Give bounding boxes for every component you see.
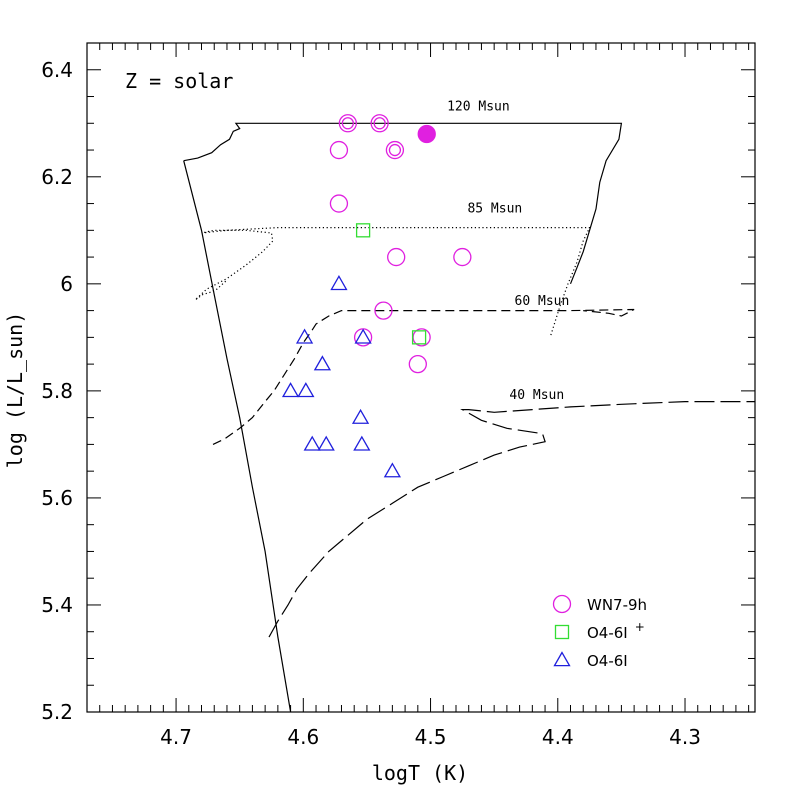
series-3-point-6	[297, 382, 315, 398]
series-1-filled-point-1	[417, 124, 436, 144]
series-3-point-3	[354, 328, 372, 344]
series-1-point-2	[370, 114, 389, 133]
legend-marker-3	[553, 651, 571, 667]
y-tick-label: 6.4	[41, 58, 73, 82]
x-tick-label: 4.6	[287, 725, 319, 749]
series-2-point-2	[411, 330, 427, 345]
series-1-inner-ring-1	[341, 117, 354, 130]
legend-marker-1	[552, 594, 572, 614]
axes	[86, 42, 756, 713]
x-tick-label: 4.4	[542, 725, 574, 749]
data-points	[281, 114, 472, 478]
series-3-point-7	[351, 408, 370, 424]
legend-label-1: WN7-9h	[587, 596, 647, 614]
series-2-point-1	[355, 223, 371, 238]
y-tick-label: 5.6	[41, 486, 73, 510]
y-tick-label: 5.2	[41, 700, 73, 724]
track-label-2: 85 Msun	[467, 202, 522, 217]
x-tick-label: 4.7	[160, 725, 192, 749]
tick-labels: 4.7 4.6 4.5 4.4 4.3 5.2 5.4 5.6 5.8 6 6.2 6.4	[41, 58, 701, 749]
track-labels: 120 Msun 85 Msun 60 Msun 40 Msun	[447, 99, 569, 402]
series-3-point-4	[313, 355, 332, 371]
track-line-1	[183, 122, 623, 285]
series-3-point-1	[330, 275, 348, 291]
track-label-4: 40 Msun	[509, 388, 564, 403]
series-1-point-8	[374, 301, 393, 320]
series-1-point-11	[408, 354, 427, 374]
legend-marker-2	[554, 624, 570, 640]
y-tick-label: 5.8	[41, 379, 73, 403]
track-line-5	[183, 160, 292, 713]
metallicity-annotation: Z = solar	[125, 69, 233, 93]
track-line-3	[212, 308, 635, 445]
series-1-point-3	[329, 140, 349, 160]
track-line-4	[268, 401, 755, 638]
series-1-point-6	[387, 247, 406, 267]
x-axis-title: logT (K)	[372, 761, 468, 785]
series-1-point-1	[338, 114, 357, 133]
series-1-point-7	[453, 247, 472, 267]
series-1-inner-ring-2	[373, 117, 386, 130]
legend-label-3: O4-6I	[587, 652, 628, 670]
series-1-point-5	[329, 194, 349, 213]
series-3-point-2	[295, 328, 314, 344]
track-line-2	[194, 227, 591, 338]
track-label-3: 60 Msun	[515, 294, 570, 309]
plot-frame	[86, 42, 756, 713]
series-1-point-4	[385, 140, 405, 160]
series-3-point-9	[317, 435, 335, 451]
series-3-point-5	[281, 382, 300, 398]
y-tick-label: 5.4	[41, 593, 73, 617]
x-tick-label: 4.5	[415, 725, 447, 749]
y-tick-label: 6	[60, 272, 73, 296]
series-1-inner-ring-3	[388, 143, 402, 157]
series-3-point-10	[353, 435, 371, 451]
y-axis-title: log (L/L_sun)	[3, 312, 27, 469]
legend-label-2: O4-6I+	[587, 620, 645, 642]
series-3-point-11	[383, 462, 401, 478]
x-tick-label: 4.3	[669, 725, 701, 749]
evolutionary-tracks	[183, 122, 755, 713]
y-tick-label: 6.2	[41, 165, 73, 189]
series-3-point-8	[303, 435, 321, 451]
track-label-1: 120 Msun	[447, 99, 510, 114]
